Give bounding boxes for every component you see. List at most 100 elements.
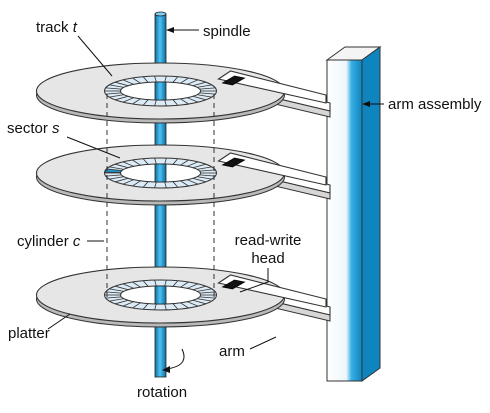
sector-divider [105,174,122,177]
sector-divider [115,163,129,169]
sector-divider [132,302,141,309]
sector-divider [199,169,216,172]
sector-divider [187,179,199,185]
sector-divider [187,97,199,103]
sector-divider [154,279,157,287]
sector-divider [192,285,206,291]
sector-divider [196,166,212,170]
sector-divider [115,81,129,87]
sector-divider [132,159,141,166]
sector-divider [132,281,141,288]
label-spindle: spindle [203,23,251,40]
sector-divider [109,288,125,292]
rotation-arrowhead [162,366,170,373]
sector-divider [187,283,199,289]
sector-divider [109,176,125,180]
sector-divider [196,176,212,180]
sector-divider [154,157,157,165]
sector-divider [192,163,206,169]
sector-divider [172,76,179,83]
sector-divider [180,98,189,105]
sector-divider [187,79,199,85]
label-cylinder: cylinder c [17,233,81,250]
label-rw-head-1: read-write [235,232,302,249]
label-rw-head-2: head [251,250,284,267]
platter-3 [35,266,331,328]
sector-divider [109,94,125,98]
arm-assembly-arrowhead [362,101,370,107]
sector-divider [122,97,134,103]
sector-divider [105,92,122,95]
sector-divider [122,79,134,85]
label-platter: platter [8,325,50,342]
sector-divider [154,303,157,311]
sector-divider [196,298,212,302]
sector-divider [172,181,179,188]
rotation-arrow-icon [165,348,185,370]
sector-divider [105,296,122,299]
sector-divider [142,76,149,83]
sector-divider [164,75,167,83]
sector-divider [142,181,149,188]
arm-assembly-pillar [325,46,382,382]
sector-divider [164,303,167,311]
sector-divider [115,285,129,291]
sector-divider [164,181,167,189]
sector-divider [172,158,179,165]
sector-divider [199,174,216,177]
sector-divider [187,301,199,307]
sector-divider [180,281,189,288]
sector-divider [122,161,134,167]
sector-divider [154,99,157,107]
sector-divider [196,84,212,88]
track-leader [77,35,113,77]
platter-2 [35,144,331,206]
sector-divider [142,99,149,106]
platter-1 [35,62,331,124]
sector-divider [199,296,216,299]
sector-divider [132,180,141,187]
sector-divider [142,303,149,310]
sector-divider [122,283,134,289]
sector-divider [115,95,129,101]
sector-divider [132,98,141,105]
label-track: track t [36,19,78,36]
sector-divider [192,81,206,87]
spindle-segment-2 [154,163,167,183]
sector-divider [154,181,157,189]
rw-head-leader [239,268,269,293]
sector-divider [199,87,216,90]
sector-divider [154,75,157,83]
sector-divider [132,77,141,84]
sector-divider [180,77,189,84]
sector-divider [192,95,206,101]
sector-divider [180,302,189,309]
sector-divider [199,291,216,294]
sector-divider [172,280,179,287]
sector-divider [109,166,125,170]
sector-divider [172,99,179,106]
sector-divider [115,299,129,305]
arm-front-3 [217,274,327,308]
sector-divider [180,180,189,187]
sector-divider [122,179,134,185]
spindle-segment-1 [154,81,167,101]
label-arm: arm [219,343,245,360]
sector-divider [172,303,179,310]
sector-divider [164,157,167,165]
sector-divider [196,288,212,292]
sector-divider [122,301,134,307]
arm-front-2 [217,152,327,186]
platter-leader [47,313,71,330]
sector-divider [115,177,129,183]
arm-leader [249,336,277,350]
sector-divider [164,279,167,287]
sector-divider [192,177,206,183]
sector-divider [196,94,212,98]
spindle-segment-3 [154,285,167,305]
read-write-head-3 [221,279,246,290]
label-arm-assembly: arm assembly [388,96,482,113]
read-write-head-2 [221,157,246,168]
sector-leader [66,136,121,159]
